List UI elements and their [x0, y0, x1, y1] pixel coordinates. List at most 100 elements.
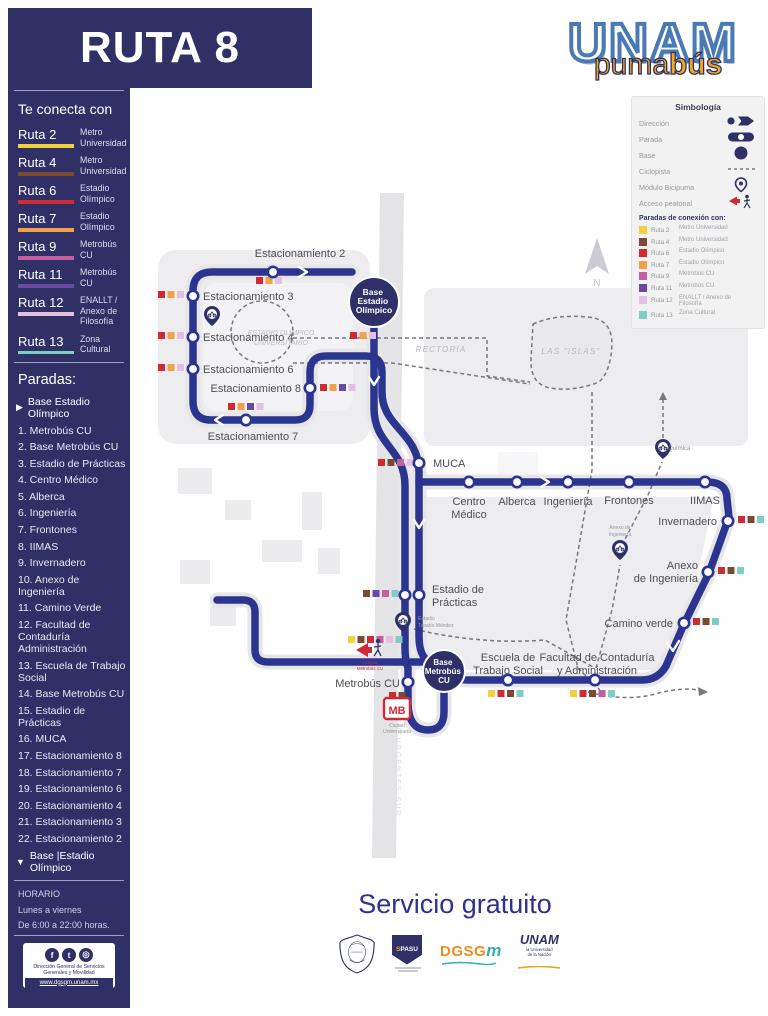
svg-text:Anexo: Anexo	[667, 560, 698, 572]
base-icon	[727, 146, 757, 165]
svg-text:Escuela de: Escuela de	[481, 652, 535, 664]
svg-text:Base Estadio O: Base Estadio Olímpico	[356, 287, 392, 315]
svg-text:Alberca: Alberca	[498, 496, 536, 508]
instagram-icon[interactable]: ◎	[79, 947, 93, 962]
svg-text:Ciudad: Ciudad	[389, 723, 405, 729]
bicipuma-pin-tapatio	[395, 612, 411, 632]
pin-label-quimica: Química	[668, 446, 691, 452]
svg-text:Camino verde: Camino verde	[605, 618, 673, 630]
dgsgm-logo: DGSGm	[440, 941, 501, 966]
svg-text:Estadio: Estadio	[418, 616, 435, 622]
stop-list-item: 5. Alberca	[18, 490, 65, 503]
service-note: Servicio gratuito	[358, 889, 552, 919]
social-icons: f t ◎	[25, 947, 113, 962]
connects-title: Te conecta con	[18, 101, 113, 117]
legend-item-ciclopista: Ciclopista	[639, 164, 757, 178]
stop-labels: Estacionamiento 2 Estacionamiento 3 Esta…	[203, 248, 720, 690]
legend-item-bicipuma: Módulo Bicipuma	[639, 176, 757, 194]
svg-text:Estadio de: Estadio de	[432, 584, 484, 596]
website-link[interactable]: www.dgsgm.unam.mx	[25, 977, 113, 988]
svg-text:Ingeniería: Ingeniería	[544, 496, 594, 508]
connection-marks	[158, 277, 764, 699]
unam-crest-logo	[339, 933, 375, 974]
area-label-las-islas: LAS "ISLAS"	[542, 347, 601, 356]
acceso-icon	[727, 193, 757, 214]
stop-list-item: 17. Estacionamiento 8	[18, 750, 122, 762]
stadium-dashed-circle	[230, 300, 294, 364]
stop-list-item: 8. IIMAS	[18, 540, 59, 553]
svg-text:Facultad de Contaduría: Facultad de Contaduría	[540, 652, 656, 664]
divider	[14, 879, 124, 881]
ciclopista-arrow-north	[659, 392, 667, 400]
north-compass: N	[585, 238, 609, 289]
svg-text:Base Metrobús: Base Metrobús CU	[425, 658, 463, 685]
svg-text:MB: MB	[388, 705, 405, 717]
stop-list-item: 7. Frontones	[18, 524, 77, 537]
end-arrow-icon: ▼	[16, 856, 25, 867]
route-hook-west	[213, 596, 428, 666]
facebook-icon[interactable]: f	[45, 947, 59, 962]
twitter-icon[interactable]: t	[62, 947, 76, 962]
svg-text:Centro: Centro	[452, 496, 485, 508]
ciclopista-arrow-east	[698, 687, 708, 696]
route-trunk-west	[370, 324, 448, 734]
bicipuma-pins	[204, 306, 671, 632]
footer-logos: SSPASUPASU DGSGm UNAM la Universidad de …	[338, 932, 598, 975]
ciclopista-paths	[230, 300, 703, 699]
legend-connections-title: Paradas de conexión con:	[639, 215, 726, 222]
stop-label-metrobus-cu: Metrobús CU	[335, 678, 400, 690]
svg-text:Acceso: Acceso	[363, 660, 378, 665]
stop-list-item: 9. Invernadero	[18, 557, 86, 570]
stop-label-est3: Estacionamiento 3	[203, 291, 294, 303]
legend-item-parada: Parada	[639, 132, 757, 146]
org-name-line2: Generales y Movilidad	[43, 969, 95, 976]
base-metrobus-cu: Base Metrobús CU	[422, 649, 466, 693]
stop-label-estacionamiento-2: Estacionamiento 2	[255, 248, 346, 260]
svg-text:Frontones: Frontones	[604, 495, 654, 507]
svg-text:Metrobús CU: Metrobús CU	[357, 666, 384, 671]
pedestrian-access-icon	[356, 638, 382, 657]
svg-text:de Ingeniería: de Ingeniería	[634, 573, 699, 585]
svg-text:IIMAS: IIMAS	[690, 495, 720, 507]
legend-item-base: Base	[639, 146, 757, 165]
base-estadio-olimpico: Base Estadio Olímpico	[348, 276, 400, 328]
stop-list-item: 19. Estacionamiento 6	[18, 783, 122, 796]
svg-text:Universitaria: Universitaria	[383, 729, 411, 735]
bicipuma-icon	[727, 176, 757, 198]
direction-chevrons	[213, 265, 681, 653]
svg-text:Anexo de: Anexo de	[609, 525, 630, 531]
stop-list-item: 3. Estadio de Prácticas	[18, 457, 126, 470]
bicipuma-pin-anexo	[612, 540, 628, 560]
stop-list-item: 20. Estacionamiento 4	[18, 799, 122, 812]
stop-list-item: 13. Escuela de Trabajo Social	[18, 659, 126, 684]
ciclopista-icon	[727, 162, 757, 181]
stop-list-item: 1. Metrobús CU	[18, 424, 92, 437]
unam-pumabus-logo: UNAM pumabús	[566, 11, 766, 96]
unam-script-logo: UNAM la Universidad de la Nación	[517, 932, 561, 975]
stop-list-item: 18. Estacionamiento 7	[18, 766, 122, 779]
spasu-logo: SSPASUPASU	[392, 934, 424, 973]
legend-item-acceso: Acceso peatonal	[639, 194, 757, 210]
svg-text:Prácticas: Prácticas	[432, 597, 478, 609]
svg-text:ESTADIO OLÍMPICO: ESTADIO OLÍMPICO	[248, 328, 315, 337]
legend-title: Simbología	[675, 102, 721, 112]
divider	[14, 90, 124, 91]
direction-icon	[727, 114, 757, 133]
